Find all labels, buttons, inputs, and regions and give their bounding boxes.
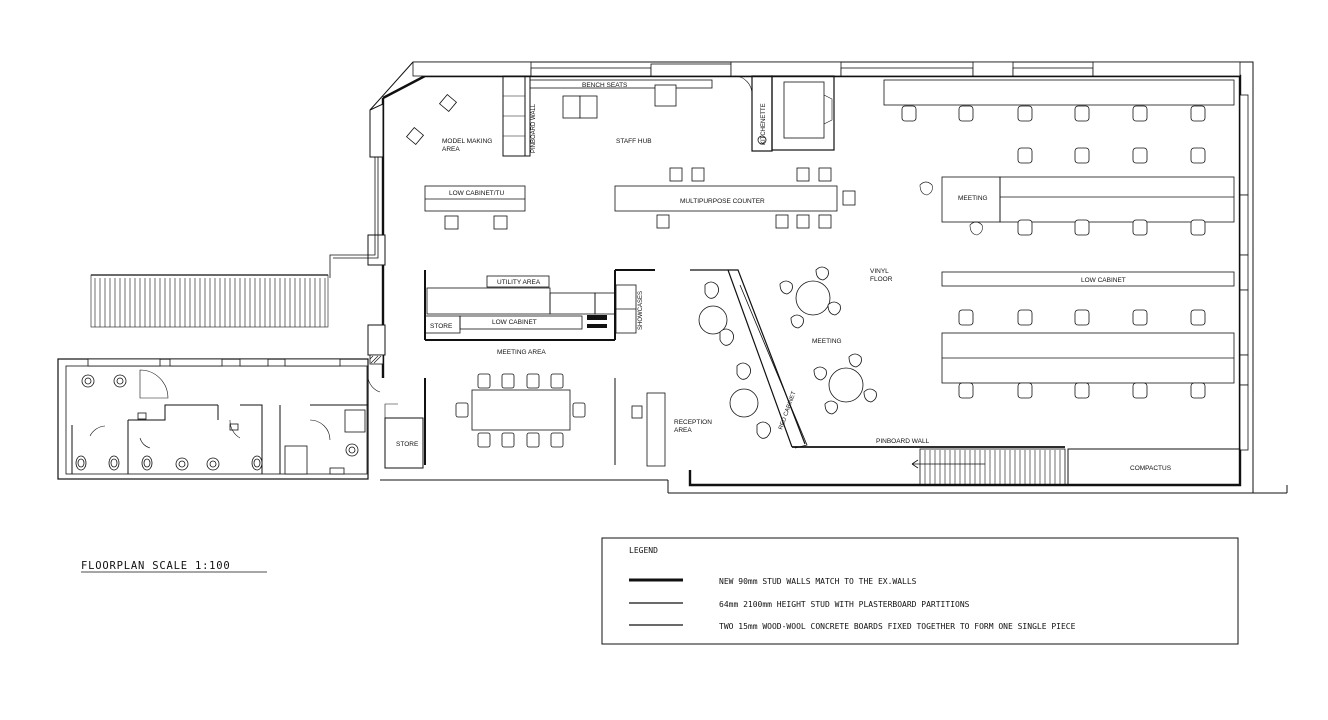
reception-label-1: RECEPTION	[674, 419, 712, 426]
workstation-chair	[958, 105, 974, 122]
toilet-block	[57, 358, 381, 480]
reception-label-2: AREA	[674, 427, 692, 434]
vinyl-label-1: VINYL	[870, 268, 889, 275]
staff-hub: BENCH SEATS STAFF HUB KITCHENETTE LOW CA…	[424, 75, 856, 230]
utility-area-label: UTILITY AREA	[497, 279, 541, 286]
workstation-chair	[1074, 309, 1090, 326]
workstation-chair	[1017, 147, 1033, 164]
legend-item-3: TWO 15mm WOOD-WOOL CONCRETE BOARDS FIXED…	[719, 622, 1076, 631]
model-making-label-1: MODEL MAKING	[442, 138, 492, 145]
model-making-area: PINBOARD WALL MODEL MAKING AREA	[405, 75, 537, 157]
store-bottom-label: STORE	[396, 441, 419, 448]
meeting-right-label: MEETING	[958, 195, 988, 202]
meeting-round-label: MEETING	[812, 338, 842, 345]
meeting-area-label: MEETING AREA	[497, 349, 546, 356]
pinboard-wall-top-label: PINBOARD WALL	[531, 103, 537, 153]
round-meeting: VINYL FLOOR MEETING	[779, 266, 893, 415]
workstation-chair	[1074, 147, 1090, 164]
workstation-chair	[1074, 382, 1090, 399]
compactus-label: COMPACTUS	[1130, 465, 1172, 472]
workstation-chair	[901, 105, 917, 122]
workstation-chair	[1132, 147, 1148, 164]
workstation-chair	[1190, 219, 1206, 236]
low-cabinet-mid-label: LOW CABINET	[492, 319, 537, 326]
red-cabinet-label: RED CABINET	[778, 390, 798, 430]
utility-area: UTILITY AREA STORE LOW CABINET SHOWCASES…	[424, 269, 655, 465]
multipurpose-counter-label: MULTIPURPOSE COUNTER	[680, 198, 765, 205]
legend-item-2: 64mm 2100mm HEIGHT STUD WITH PLASTERBOAR…	[719, 600, 970, 609]
workstation-chair	[1074, 219, 1090, 236]
workstation-chair	[1132, 105, 1148, 122]
workstation-chair	[1017, 309, 1033, 326]
workstation-chair	[1132, 309, 1148, 326]
exterior-walls	[329, 61, 1288, 494]
bench-seats-label: BENCH SEATS	[582, 82, 628, 89]
workstations: MEETING LOW CABINET	[883, 79, 1235, 399]
vinyl-label-2: FLOOR	[870, 276, 893, 283]
workstation-chair	[1074, 105, 1090, 122]
workstation-chair	[1190, 309, 1206, 326]
workstation-chair	[958, 382, 974, 399]
pinboard-compactus: PINBOARD WALL COMPACTUS	[792, 438, 1241, 486]
model-making-label-2: AREA	[442, 146, 460, 153]
workstation-chair	[958, 309, 974, 326]
workstation-chair	[1132, 382, 1148, 399]
workstation-chair	[1017, 382, 1033, 399]
workstation-chair	[1190, 105, 1206, 122]
workstation-chair	[1017, 219, 1033, 236]
legend: LEGEND NEW 90mm STUD WALLS MATCH TO THE …	[601, 537, 1239, 645]
workstation-chair	[1017, 105, 1033, 122]
stairs-left	[90, 274, 329, 328]
showcases-label: SHOWCASES	[638, 291, 644, 330]
workstation-chair	[1190, 382, 1206, 399]
store-bottom: STORE	[384, 403, 424, 469]
workstation-chair	[1190, 147, 1206, 164]
workstation-chair	[1132, 219, 1148, 236]
drawing-title: FLOORPLAN SCALE 1:100	[81, 560, 267, 573]
legend-item-1: NEW 90mm STUD WALLS MATCH TO THE EX.WALL…	[719, 577, 917, 586]
floorplan-title: FLOORPLAN SCALE 1:100	[81, 560, 231, 572]
staff-hub-label: STAFF HUB	[616, 138, 652, 145]
kitchenette-label: KITCHENETTE	[761, 103, 767, 145]
low-cabinet-right-label: LOW CABINET	[1081, 277, 1126, 284]
store-mid-label: STORE	[430, 323, 453, 330]
low-cabinet-tu-label: LOW CABINET/TU	[449, 190, 505, 197]
pinboard-wall-bottom-label: PINBOARD WALL	[876, 438, 930, 445]
legend-title: LEGEND	[629, 546, 658, 555]
reception-area: RECEPTION AREA RED CABINET	[631, 269, 808, 467]
